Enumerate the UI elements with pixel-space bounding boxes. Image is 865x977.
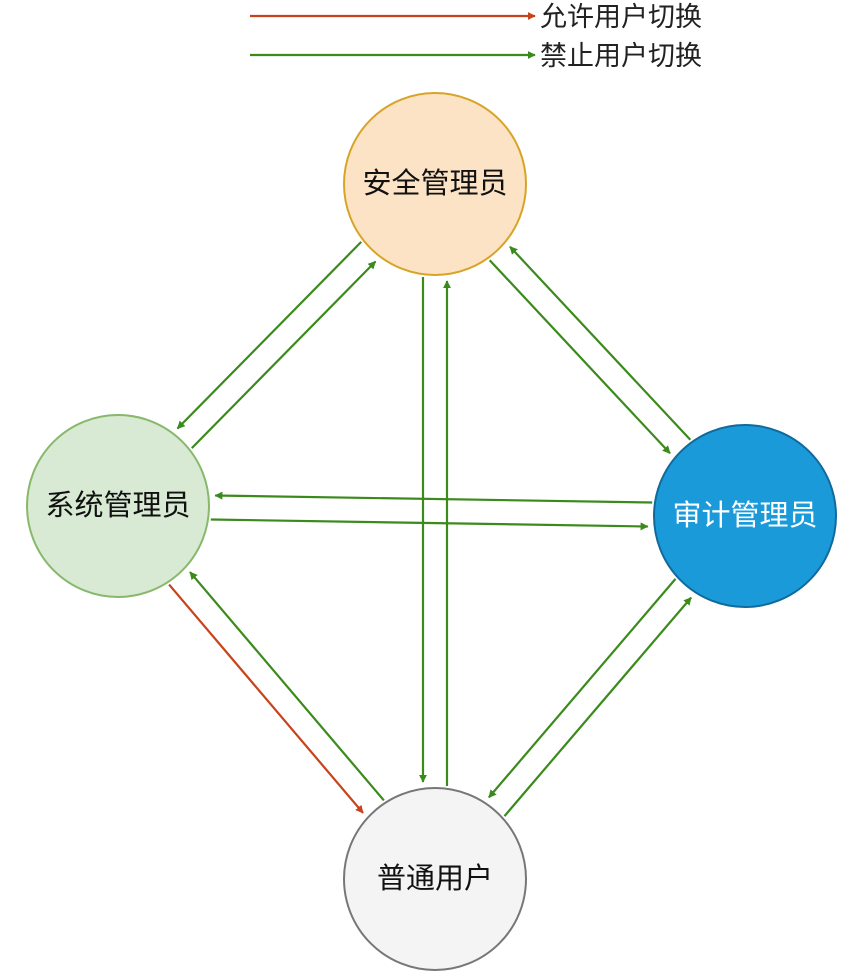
legend-item-allowed: 允许用户切换 xyxy=(250,2,702,33)
security-admin-circle xyxy=(343,92,527,276)
system-admin-label: 系统管理员 xyxy=(45,488,190,522)
node-security-admin: 安全管理员 xyxy=(343,92,527,276)
edge-audit-admin-to-system-admin xyxy=(214,491,653,504)
edge-normal-user-to-system-admin xyxy=(189,571,385,802)
legend-item-forbidden: 禁止用户切换 xyxy=(250,41,702,72)
edge-system-admin-to-normal-user xyxy=(168,583,364,814)
edges-layer xyxy=(168,241,692,817)
audit-admin-label: 审计管理员 xyxy=(672,498,817,532)
legend-allowed-label: 允许用户切换 xyxy=(540,2,702,33)
audit-admin-circle xyxy=(653,424,837,608)
edge-normal-user-to-audit-admin xyxy=(503,596,692,817)
system-admin-circle xyxy=(26,414,210,598)
edge-system-admin-to-security-admin xyxy=(191,260,377,449)
edge-system-admin-to-audit-admin xyxy=(210,518,649,531)
node-audit-admin: 审计管理员 xyxy=(653,424,837,608)
edge-security-admin-to-system-admin xyxy=(176,241,362,430)
edge-security-admin-to-audit-admin xyxy=(488,259,671,455)
node-normal-user: 普通用户 xyxy=(343,787,527,971)
normal-user-label: 普通用户 xyxy=(377,861,493,895)
edge-audit-admin-to-normal-user xyxy=(488,578,677,799)
node-system-admin: 系统管理员 xyxy=(26,414,210,598)
security-admin-label: 安全管理员 xyxy=(362,166,507,200)
edge-audit-admin-to-security-admin xyxy=(509,245,692,441)
normal-user-circle xyxy=(343,787,527,971)
legend-forbidden-label: 禁止用户切换 xyxy=(540,41,702,72)
legend: 允许用户切换 禁止用户切换 xyxy=(250,2,702,72)
